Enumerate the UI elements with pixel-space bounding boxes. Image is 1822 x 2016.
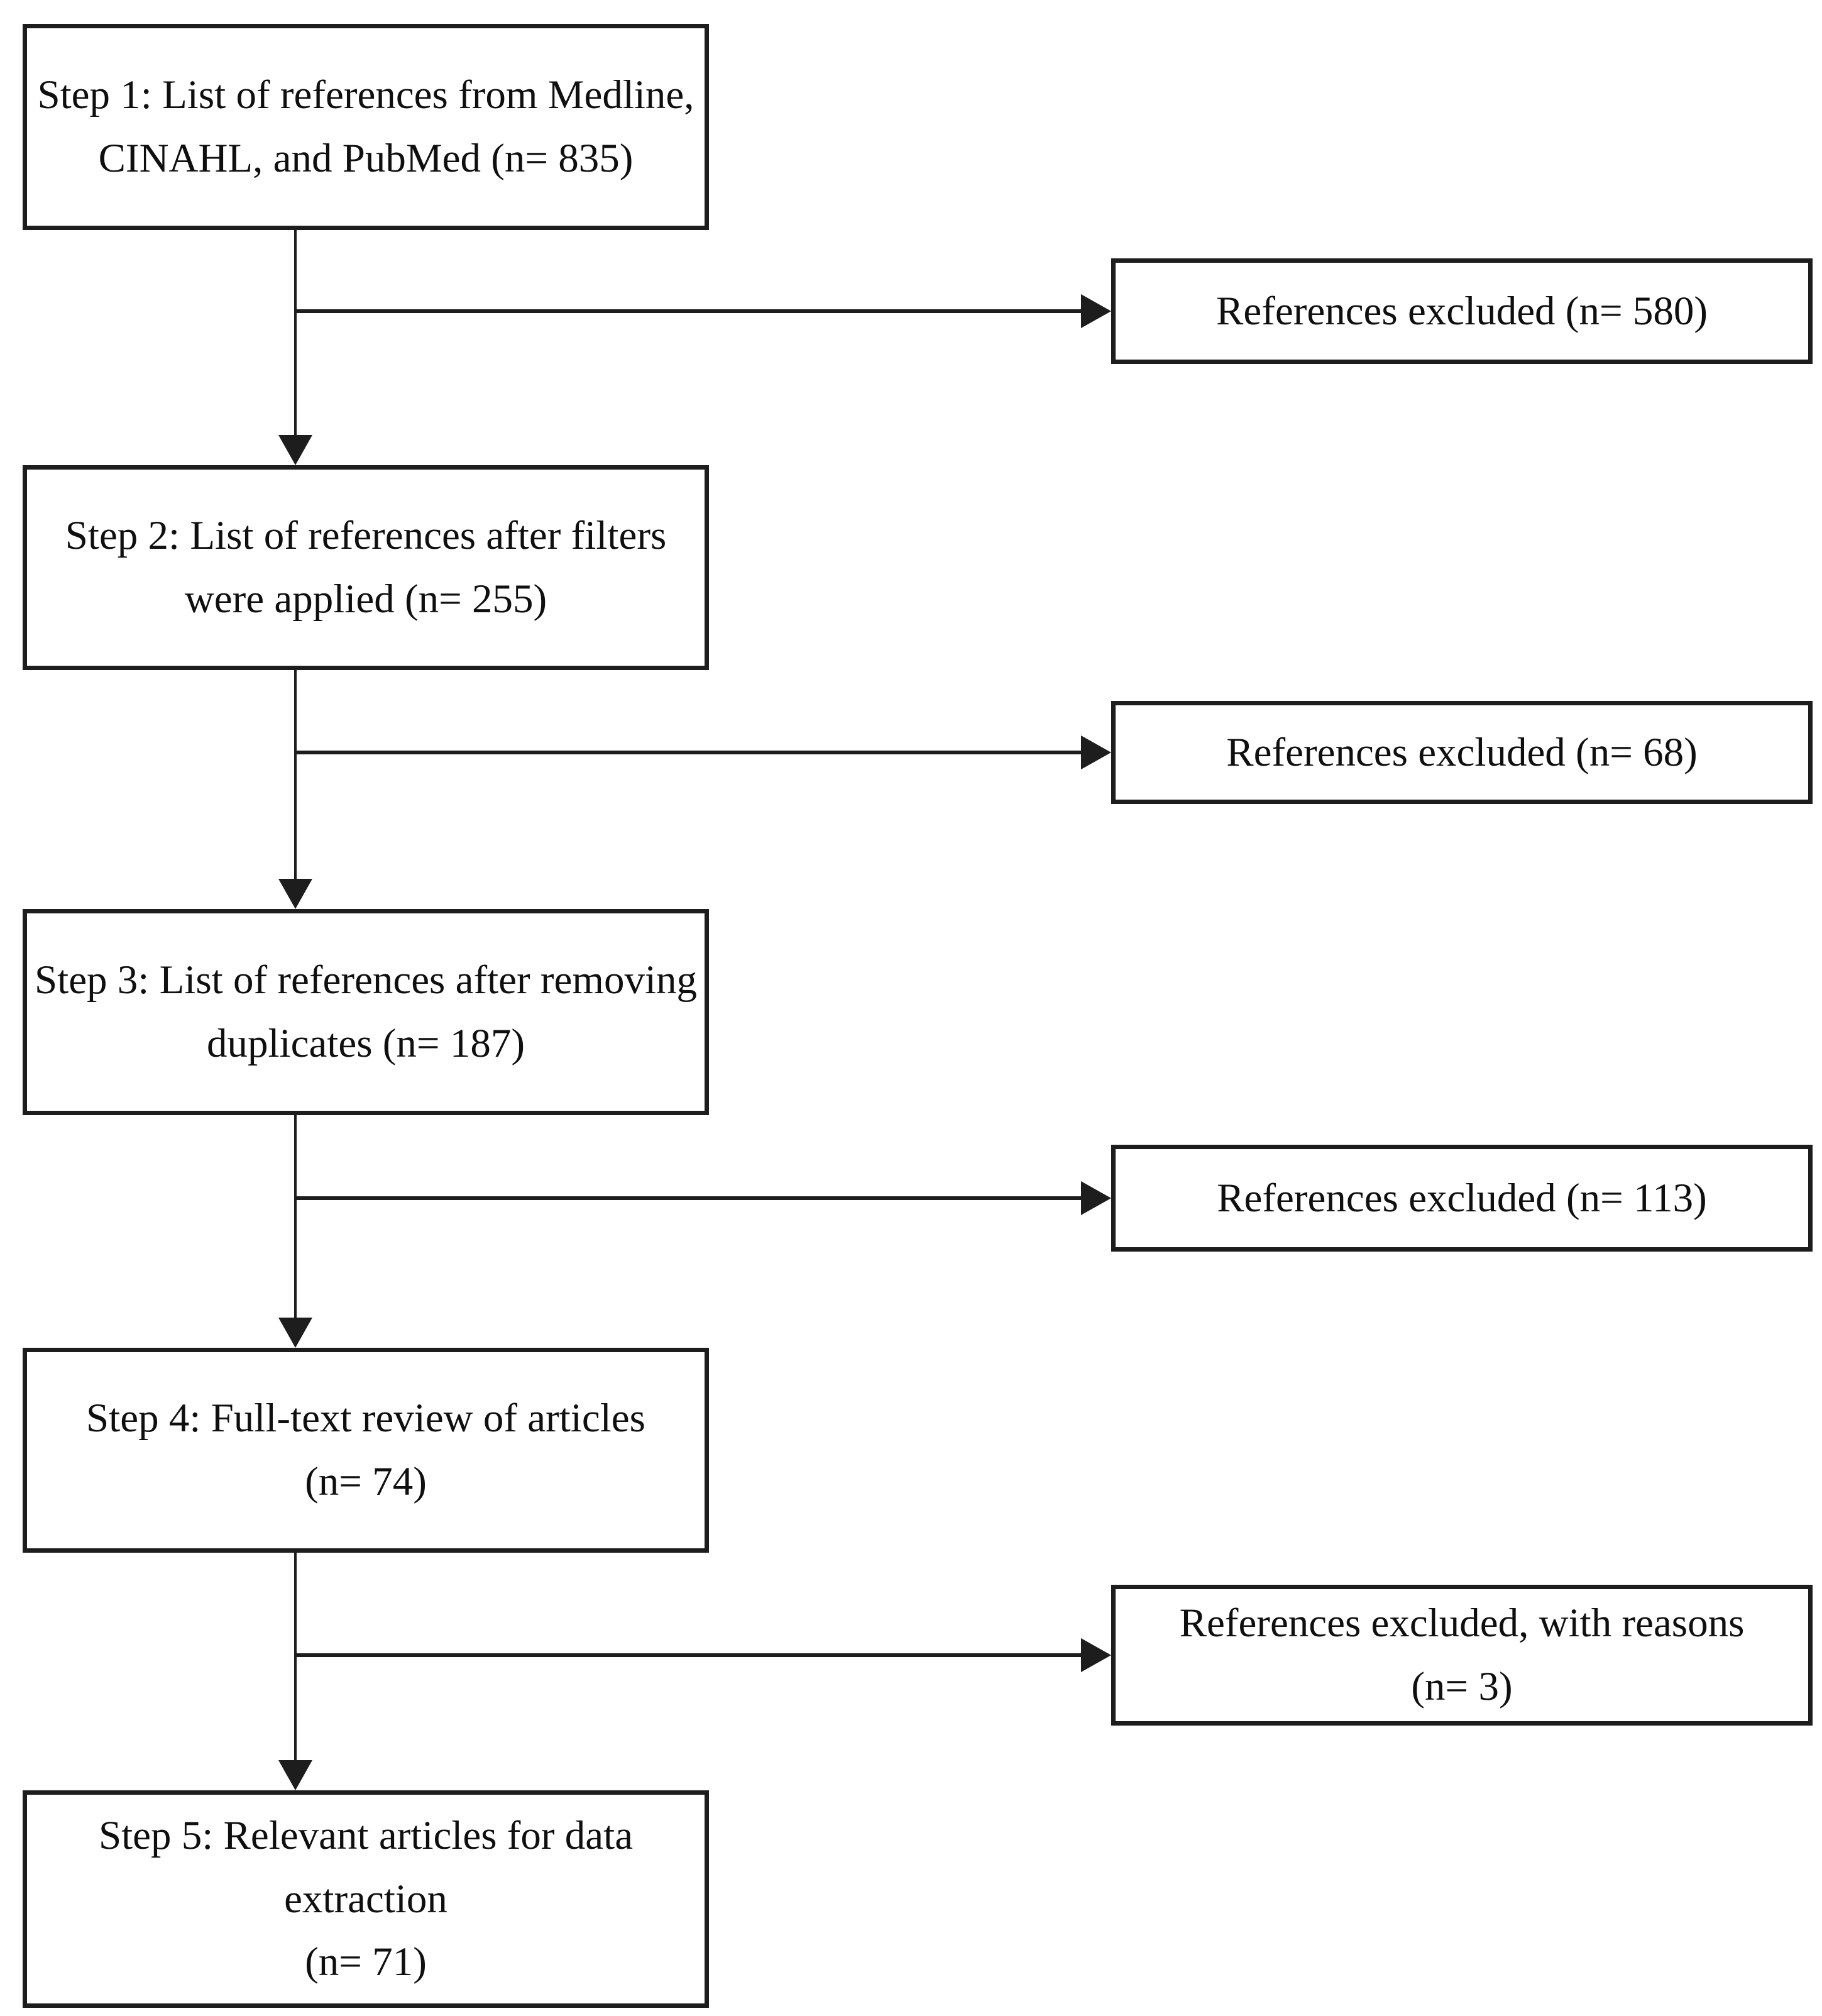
- arrow-down-icon: [278, 879, 312, 909]
- step-3-box: Step 3: List of references after removin…: [23, 909, 709, 1115]
- arrow-down-icon: [278, 435, 312, 465]
- exclusion-4-label: References excluded, with reasons (n= 3): [1179, 1600, 1745, 1709]
- exclusion-2-box: References excluded (n= 68): [1111, 701, 1813, 804]
- step-2-box: Step 2: List of references after filters…: [23, 465, 709, 670]
- branch-line-exclusion-3: [295, 1196, 1081, 1200]
- branch-line-exclusion-2: [295, 751, 1081, 754]
- step-4-label: Step 4: Full-text review of articles (n=…: [86, 1396, 645, 1504]
- arrow-down-icon: [278, 1760, 312, 1790]
- exclusion-4-box: References excluded, with reasons (n= 3): [1111, 1585, 1813, 1726]
- step-5-box: Step 5: Relevant articles for data extra…: [23, 1790, 709, 2008]
- step-1-label: Step 1: List of references from Medline,…: [37, 72, 694, 181]
- step-5-label: Step 5: Relevant articles for data extra…: [98, 1812, 634, 1985]
- exclusion-2-label: References excluded (n= 68): [1226, 729, 1698, 775]
- branch-line-exclusion-4: [295, 1653, 1081, 1657]
- exclusion-3-box: References excluded (n= 113): [1111, 1145, 1813, 1252]
- flow-line-step3-step4: [294, 1115, 297, 1320]
- arrow-down-icon: [278, 1318, 312, 1348]
- flow-line-step1-step2: [294, 230, 297, 438]
- arrow-right-icon: [1081, 294, 1111, 328]
- exclusion-1-label: References excluded (n= 580): [1216, 288, 1708, 334]
- arrow-right-icon: [1081, 735, 1111, 769]
- step-4-box: Step 4: Full-text review of articles (n=…: [23, 1348, 709, 1553]
- flow-line-step4-step5: [294, 1553, 297, 1763]
- flow-line-step2-step3: [294, 670, 297, 881]
- arrow-right-icon: [1081, 1181, 1111, 1215]
- arrow-right-icon: [1081, 1638, 1111, 1672]
- step-1-box: Step 1: List of references from Medline,…: [23, 24, 709, 230]
- exclusion-3-label: References excluded (n= 113): [1217, 1175, 1707, 1221]
- exclusion-1-box: References excluded (n= 580): [1111, 258, 1813, 364]
- step-3-label: Step 3: List of references after removin…: [34, 957, 698, 1066]
- step-2-label: Step 2: List of references after filters…: [65, 513, 667, 622]
- branch-line-exclusion-1: [295, 309, 1081, 313]
